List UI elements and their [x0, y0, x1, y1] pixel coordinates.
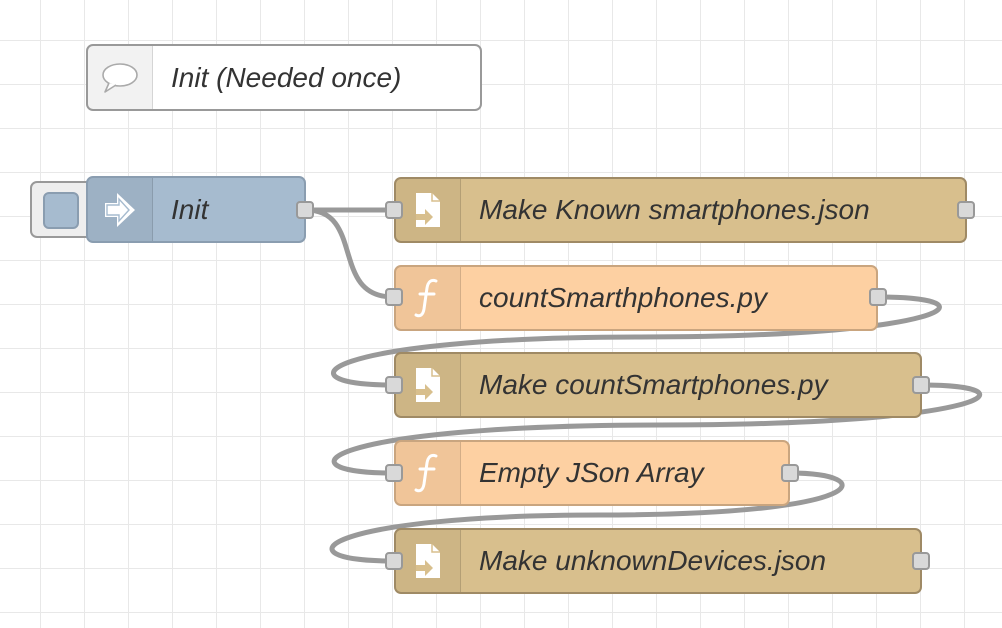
init-output-port[interactable] — [296, 201, 314, 219]
comment-icon — [88, 46, 153, 109]
count-file-output-port[interactable] — [912, 376, 930, 394]
function-node-label: countSmarthphones.py — [479, 282, 767, 313]
file-node-unknown-devices[interactable]: Make unknownDevices.json — [394, 528, 922, 594]
wire-count-file-to-empty-function[interactable] — [331, 382, 983, 476]
function-icon — [396, 442, 461, 504]
file-icon — [396, 530, 461, 592]
known-input-port[interactable] — [385, 201, 403, 219]
count-function-output-port[interactable] — [869, 288, 887, 306]
inject-trigger-inner — [43, 192, 79, 229]
file-node-label: Make countSmartphones.py — [479, 369, 828, 400]
file-icon — [396, 354, 461, 416]
wire-count-function-to-count-file[interactable] — [331, 294, 942, 388]
known-output-port[interactable] — [957, 201, 975, 219]
file-icon — [396, 179, 461, 241]
wire-empty-function-to-unknown[interactable] — [329, 470, 845, 564]
arrow-icon — [88, 178, 153, 241]
inject-node-init[interactable]: Init — [86, 176, 306, 243]
empty-function-output-port[interactable] — [781, 464, 799, 482]
file-node-label: Make Known smartphones.json — [479, 194, 870, 225]
unknown-output-port[interactable] — [912, 552, 930, 570]
file-node-label: Make unknownDevices.json — [479, 545, 827, 576]
file-node-known-smartphones[interactable]: Make Known smartphones.json — [394, 177, 967, 243]
empty-function-input-port[interactable] — [385, 464, 403, 482]
count-file-input-port[interactable] — [385, 376, 403, 394]
inject-trigger-button[interactable] — [30, 181, 90, 238]
function-node-label: Empty JSon Array — [479, 457, 704, 488]
wire-init-to-count-function[interactable] — [305, 207, 394, 300]
function-icon — [396, 267, 461, 329]
file-node-count-smartphones[interactable]: Make countSmartphones.py — [394, 352, 922, 418]
comment-node[interactable]: Init (Needed once) — [86, 44, 482, 111]
unknown-input-port[interactable] — [385, 552, 403, 570]
count-function-input-port[interactable] — [385, 288, 403, 306]
function-node-count-smartphones[interactable]: countSmarthphones.py — [394, 265, 878, 331]
comment-label: Init (Needed once) — [171, 61, 402, 93]
function-node-empty-json-array[interactable]: Empty JSon Array — [394, 440, 790, 506]
inject-label: Init — [171, 193, 209, 225]
